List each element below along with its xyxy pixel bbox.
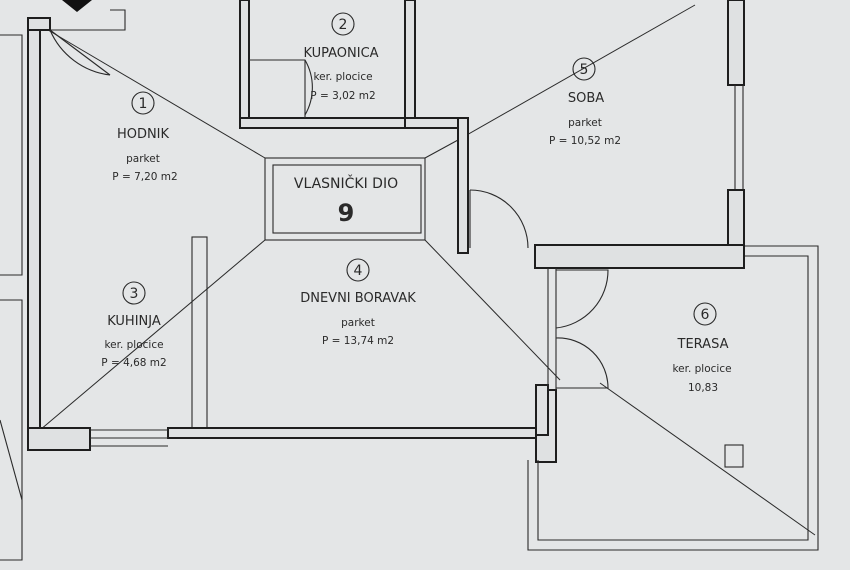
room-hodnik: 1 HODNIK parket P = 7,20 m2 xyxy=(112,91,178,183)
room-floor: parket xyxy=(568,117,602,129)
room-soba: 5 SOBA parket P = 10,52 m2 xyxy=(549,57,621,147)
room-floor: ker. plocice xyxy=(672,363,731,375)
area-diagonals xyxy=(39,4,816,536)
room-name: DNEVNI BORAVAK xyxy=(300,291,416,306)
entrance-arrow-icon xyxy=(62,0,92,12)
room-floor: ker. plocice xyxy=(313,71,372,83)
unit-number: 9 xyxy=(338,199,355,227)
walls xyxy=(0,0,745,561)
room-number: 3 xyxy=(130,286,139,302)
room-number: 6 xyxy=(701,307,710,323)
room-number: 2 xyxy=(339,17,348,33)
room-number: 5 xyxy=(580,62,589,78)
room-name: SOBA xyxy=(568,91,604,106)
room-terasa: 6 TERASA ker. plocice 10,83 xyxy=(672,302,732,394)
room-area: P = 3,02 m2 xyxy=(310,90,375,102)
room-name: HODNIK xyxy=(117,127,170,142)
room-number: 4 xyxy=(354,263,363,279)
room-floor: parket xyxy=(341,317,375,329)
terrace-outline xyxy=(527,245,819,551)
room-dnevni-boravak: 4 DNEVNI BORAVAK parket P = 13,74 m2 xyxy=(300,258,416,347)
room-area: 10,83 xyxy=(688,382,718,394)
doors xyxy=(49,29,609,389)
room-name: KUPAONICA xyxy=(303,46,378,61)
unit-title: VLASNIČKI DIO xyxy=(294,174,398,192)
room-floor: parket xyxy=(126,153,160,165)
room-area: P = 7,20 m2 xyxy=(112,171,177,183)
room-area: P = 4,68 m2 xyxy=(101,357,166,369)
room-area: P = 13,74 m2 xyxy=(322,335,394,347)
room-kuhinja: 3 KUHINJA ker. plocice P = 4,68 m2 xyxy=(101,281,167,369)
room-name: KUHINJA xyxy=(107,314,161,329)
room-floor: ker. plocice xyxy=(104,339,163,351)
room-name: TERASA xyxy=(677,337,729,352)
room-area: P = 10,52 m2 xyxy=(549,135,621,147)
room-kupaonica: 2 KUPAONICA ker. plocice P = 3,02 m2 xyxy=(303,12,379,102)
room-number: 1 xyxy=(139,96,148,112)
unit-label: VLASNIČKI DIO 9 xyxy=(272,164,422,234)
